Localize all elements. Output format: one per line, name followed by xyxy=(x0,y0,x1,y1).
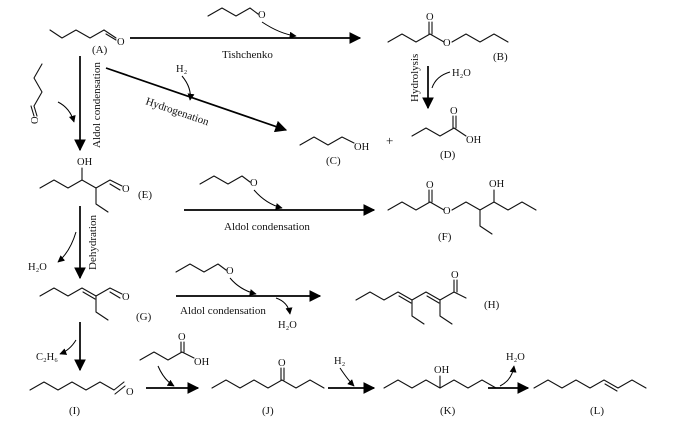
butanal-reagent-2 xyxy=(199,175,251,185)
ethane-elimination-reaction: C₂H₆ xyxy=(36,322,86,372)
butanal-reagent-3-oxygen: O xyxy=(226,266,234,277)
hydrogenation-h2: H₂ xyxy=(176,64,188,75)
compound-b-carbonyl-oxygen: O xyxy=(426,12,434,23)
compound-e-oxygen: O xyxy=(122,184,130,195)
compound-d-hydroxyl: OH xyxy=(466,135,482,146)
compound-b-ester-oxygen: O xyxy=(443,38,451,49)
compound-i-label: (I) xyxy=(69,405,80,417)
dehydration-reaction: Dehydration H₂O xyxy=(28,206,99,280)
compound-e-label: (E) xyxy=(138,189,152,201)
butanoic-acid-curve xyxy=(157,365,175,387)
compound-l-alkene: (L) xyxy=(533,379,647,417)
aldol-3-water: H₂O xyxy=(278,320,297,331)
ketone-hydrogenation-reaction: H₂ xyxy=(328,356,376,394)
aldol-2-reagent-curve xyxy=(253,189,283,210)
butanoic-acid-hydroxyl: OH xyxy=(194,357,210,368)
butanal-reagent-2-oxygen: O xyxy=(250,178,258,189)
hydrolysis-label: Hydrolysis xyxy=(409,54,421,102)
compound-b-butyl-butanoate: O O (B) xyxy=(387,12,509,63)
compound-c-butanol: OH (C) xyxy=(299,136,370,167)
hydrolysis-water: H₂O xyxy=(452,68,471,79)
compound-a-label: (A) xyxy=(92,44,108,56)
dehydration-water-curve xyxy=(57,231,77,263)
compound-e-hydroxyl: OH xyxy=(77,157,93,168)
butanal-reagent-tishchenko xyxy=(207,7,259,17)
dehydration-water: H₂O xyxy=(28,262,47,273)
ethane-byproduct: C₂H₆ xyxy=(36,352,58,363)
compound-f-hydroxyl: OH xyxy=(489,179,505,190)
aldol-3-water-curve xyxy=(275,297,293,315)
k-to-l-water: H₂O xyxy=(506,352,525,363)
tishchenko-reagent-curve xyxy=(261,21,297,39)
compound-g-oxygen: O xyxy=(122,292,130,303)
compound-d-butanoic-acid: O OH (D) xyxy=(411,106,482,161)
butanoic-acid-reagent xyxy=(139,351,195,361)
compound-c-label: (C) xyxy=(326,155,341,167)
compound-a-pentanal: O (A) xyxy=(49,29,125,56)
ketonization-reaction: O OH xyxy=(139,332,210,394)
compound-d-carbonyl-oxygen: O xyxy=(450,106,458,117)
butanal-reagent-vertical-oxygen: O xyxy=(30,116,41,124)
compound-f-label: (F) xyxy=(438,231,452,243)
butanal-reagent-vertical-carbonyl xyxy=(30,105,38,117)
compound-g-enal: O (G) xyxy=(39,287,152,323)
hydrogenation-reagent-curve xyxy=(181,75,195,101)
butanal-reagent-tishchenko-oxygen: O xyxy=(258,10,266,21)
compound-f-ester-alcohol: O O OH (F) xyxy=(387,179,537,243)
plus-sign: + xyxy=(386,133,393,148)
aldol-vertical-reagent-curve xyxy=(57,101,76,123)
tishchenko-reaction: O Tishchenko xyxy=(130,7,362,61)
aldol-3-reagent-curve xyxy=(229,277,257,296)
ketone-hydrogenation-h2: H₂ xyxy=(334,356,346,367)
compound-j-ketone: O (J) xyxy=(211,358,325,417)
compound-k-alcohol: OH (K) xyxy=(383,365,497,417)
aldol-condensation-vertical-1: Aldol condensation O xyxy=(30,56,103,152)
compound-k-label: (K) xyxy=(440,405,456,417)
compound-h-oxygen: O xyxy=(451,270,459,281)
compound-f-ester-oxygen: O xyxy=(443,206,451,217)
compound-i-oxygen: O xyxy=(126,387,134,398)
aldol-condensation-g-to-h: O Aldol condensation H₂O xyxy=(175,263,322,331)
dehydration-label: Dehydration xyxy=(87,215,99,270)
butanoic-acid-carbonyl xyxy=(180,341,185,353)
butanoic-acid-oxygen: O xyxy=(178,332,186,343)
aldol-condensation-e-to-f: O Aldol condensation xyxy=(184,175,376,233)
k-to-l-water-curve xyxy=(499,365,517,387)
compound-k-hydroxyl: OH xyxy=(434,365,450,376)
compound-a-oxygen: O xyxy=(117,37,125,48)
ketone-h2-curve xyxy=(339,367,355,387)
aldol-condensation-label-2: Aldol condensation xyxy=(224,221,310,233)
compound-j-oxygen: O xyxy=(278,358,286,369)
hydrogenation-arrow xyxy=(105,67,288,133)
hydrolysis-reaction: Hydrolysis H₂O xyxy=(409,54,471,110)
ethane-curve xyxy=(59,339,77,355)
compound-c-hydroxyl: OH xyxy=(354,142,370,153)
hydrogenation-reaction: H₂ Hydrogenation xyxy=(105,64,288,133)
compound-l-label: (L) xyxy=(590,405,604,417)
aldol-condensation-label-3: Aldol condensation xyxy=(180,305,266,317)
alcohol-dehydration-reaction: H₂O xyxy=(488,352,530,394)
compound-d-label: (D) xyxy=(440,149,456,161)
hydrolysis-reagent-curve xyxy=(431,71,451,89)
aldol-condensation-label-1: Aldol condensation xyxy=(91,62,103,148)
butanal-reagent-vertical xyxy=(33,63,43,107)
compound-b-label: (B) xyxy=(493,51,508,63)
tishchenko-label: Tishchenko xyxy=(222,49,273,61)
compound-g-label: (G) xyxy=(136,311,152,323)
compound-i-octanal: O (I) xyxy=(29,381,134,417)
compound-f-carbonyl-oxygen: O xyxy=(426,180,434,191)
compound-e-aldol-adduct: O OH (E) xyxy=(39,157,152,213)
compound-h-label: (H) xyxy=(484,299,500,311)
butanal-reagent-3 xyxy=(175,263,227,273)
compound-h-dienal: O (H) xyxy=(355,270,500,325)
compound-j-label: (J) xyxy=(262,405,274,417)
